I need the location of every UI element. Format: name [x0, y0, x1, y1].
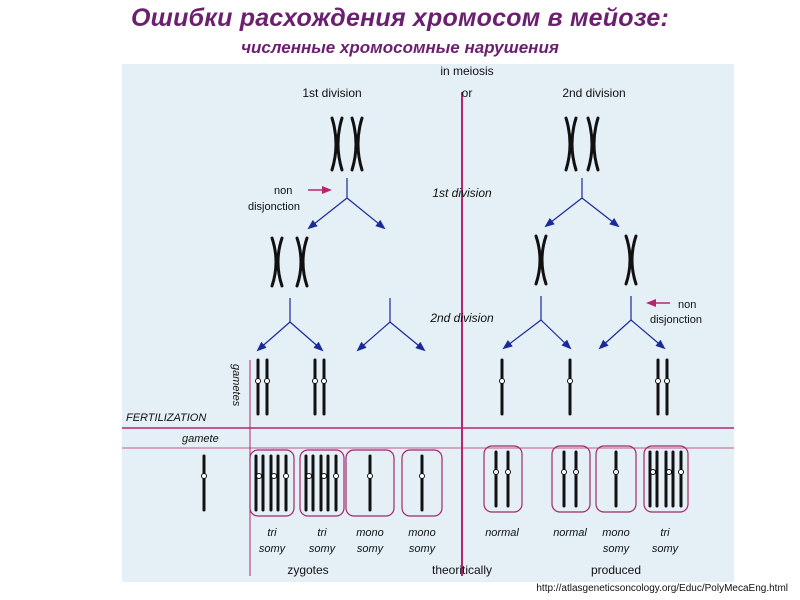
left-arrow-2a — [256, 321, 291, 352]
zygote-label-4a: mono — [408, 527, 436, 539]
page-subtitle: численные хромосомные нарушения — [241, 38, 559, 57]
zygote-label-3a: mono — [356, 527, 384, 539]
empty-arrow-a — [356, 321, 391, 352]
left-division-heading: 1st division — [302, 86, 361, 100]
mid-first-division-label: 1st division — [432, 186, 492, 200]
left-arrow-1a — [307, 197, 348, 230]
source-url[interactable]: http://atlasgeneticsoncology.org/Educ/Po… — [536, 583, 788, 594]
left-arrow-2b — [289, 321, 324, 352]
zygote-label-5a: normal — [485, 527, 519, 539]
gamete-label: gamete — [182, 433, 219, 445]
right-arrow-2b — [540, 319, 572, 350]
right-arrow-1b — [581, 197, 620, 228]
or-label: or — [462, 86, 473, 100]
zygote-label-2a: tri — [317, 527, 327, 539]
nondisjunction-left-line1: non — [274, 185, 292, 197]
nondisjunction-left-line2: disjonction — [248, 201, 300, 213]
zygote-chromosomes — [254, 450, 683, 512]
nondisjunction-right-line1: non — [678, 299, 696, 311]
bottom-caption-right: produced — [591, 563, 641, 577]
fertilization-label: FERTILIZATION — [126, 412, 206, 424]
gametes-label: gametes — [230, 364, 242, 407]
zygote-box-5 — [483, 445, 523, 513]
zygote-label-1b: somy — [259, 543, 287, 555]
zygote-label-3b: somy — [357, 543, 385, 555]
meiosis-diagram: in meiosis or 1st division 2nd division … — [122, 64, 734, 582]
zygote-label-7b: somy — [603, 543, 631, 555]
zygote-box-6 — [551, 445, 591, 513]
zygote-label-6a: normal — [553, 527, 587, 539]
right-arrow-2c — [598, 319, 632, 350]
zygote-label-1a: tri — [267, 527, 277, 539]
right-arrow-1a — [544, 197, 583, 228]
page-title: Ошибки расхождения хромосом в мейозе: — [131, 4, 669, 32]
left-arrow-1b — [346, 197, 386, 230]
right-gamete-chromosomes — [500, 358, 669, 416]
mid-second-division-label: 2nd division — [429, 311, 494, 325]
right-top-chromosome-pair — [564, 116, 600, 172]
zygote-label-4b: somy — [409, 543, 437, 555]
bottom-caption-mid: theoritically — [432, 563, 492, 577]
left-top-chromosome-pair — [330, 116, 364, 172]
zygote-label-7a: mono — [602, 527, 630, 539]
zygote-box-2 — [299, 449, 345, 517]
right-division-heading: 2nd division — [562, 86, 625, 100]
zygote-box-4 — [401, 449, 443, 517]
zygote-label-8b: somy — [652, 543, 680, 555]
zygote-box-7 — [595, 445, 637, 513]
zygote-box-1 — [249, 449, 295, 517]
right-mid-chromosomes — [534, 234, 638, 286]
in-meiosis-label: in meiosis — [440, 64, 493, 78]
left-gamete-chromosomes — [256, 358, 326, 416]
right-arrow-2d — [630, 319, 666, 350]
right-arrow-2a — [502, 319, 542, 350]
zygote-label-2b: somy — [309, 543, 337, 555]
zygote-box-8 — [643, 445, 689, 513]
empty-arrow-b — [389, 321, 426, 352]
nondisjunction-right-line2: disjonction — [650, 314, 702, 326]
zygote-label-8a: tri — [660, 527, 670, 539]
normal-gamete — [201, 454, 207, 512]
left-mid-chromosome-pair — [270, 236, 309, 288]
zygote-box-3 — [345, 449, 395, 517]
bottom-caption-left: zygotes — [287, 563, 328, 577]
